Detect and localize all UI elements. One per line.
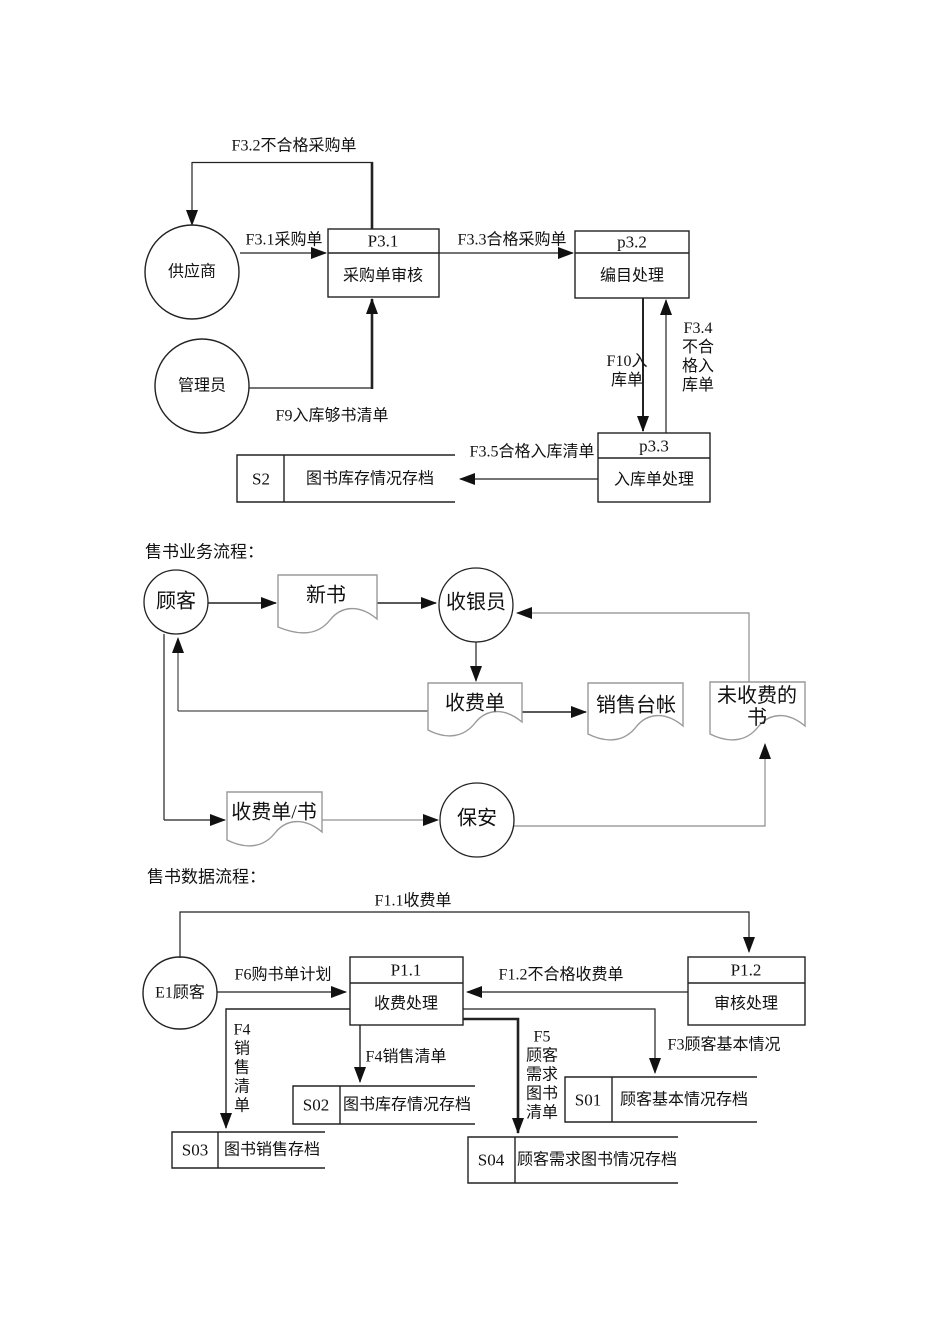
process-p33-id: p3.3 bbox=[639, 436, 669, 456]
datastore-s01-name: 顾客基本情况存档 bbox=[619, 1091, 749, 1109]
datastore-s04-box bbox=[467, 1136, 678, 1184]
datastore-s02-id: S02 bbox=[302, 1095, 330, 1115]
node-customer-label: 顾客 bbox=[156, 590, 196, 613]
flow-f4-s03-arrow bbox=[220, 1008, 350, 1129]
process-p32-box bbox=[574, 230, 690, 299]
datastore-s01-id: S01 bbox=[574, 1090, 602, 1110]
node-cashier-circle bbox=[438, 567, 514, 643]
entity-e1-ellipse bbox=[142, 956, 218, 1030]
datastore-s04-id: S04 bbox=[477, 1150, 505, 1170]
datastore-s03-name: 图书销售存档 bbox=[223, 1141, 321, 1159]
process-p33-box bbox=[597, 432, 711, 503]
process-p33-name: 入库单处理 bbox=[613, 471, 695, 489]
process-p12-name: 审核处理 bbox=[713, 995, 779, 1013]
flow-label-f9: F9入库够书清单 bbox=[275, 407, 389, 425]
process-p32-name: 编目处理 bbox=[599, 267, 665, 285]
process-p31-name: 采购单审核 bbox=[342, 267, 424, 285]
datastore-s02-name: 图书库存情况存档 bbox=[342, 1096, 472, 1114]
datastore-s04-name: 顾客需求图书情况存档 bbox=[516, 1151, 678, 1169]
doc-receipt-shape bbox=[427, 682, 523, 737]
process-p11-id: P1.1 bbox=[390, 960, 422, 980]
flow-label-f32: F3.2不合格采购单 bbox=[231, 137, 357, 155]
entity-supplier-label: 供应商 bbox=[167, 263, 217, 281]
datastore-s01-box bbox=[564, 1076, 757, 1123]
doc-receiptbook-shape bbox=[226, 791, 323, 847]
doc-unpaid-label: 未收费的 书 bbox=[717, 685, 797, 729]
doc-newbook-shape bbox=[277, 574, 378, 634]
flow-label-f6: F6购书单计划 bbox=[234, 966, 332, 984]
flow-guard-unpaid-arrow bbox=[514, 743, 771, 827]
entity-manager-circle bbox=[154, 338, 250, 434]
flow-label-f31: F3.1采购单 bbox=[245, 231, 323, 249]
process-p12-id: P1.2 bbox=[730, 960, 762, 980]
section-heading-business-flow: 售书业务流程： bbox=[145, 542, 264, 562]
datastore-s02-box bbox=[292, 1085, 475, 1125]
datastore-s03-box bbox=[171, 1131, 325, 1169]
entity-supplier-circle bbox=[144, 224, 240, 320]
entity-e1-label: E1顾客 bbox=[155, 984, 205, 1002]
doc-receiptbook-label: 收费单/书 bbox=[231, 801, 317, 824]
process-p31-box bbox=[327, 228, 440, 298]
flow-label-f3: F3顾客基本情况 bbox=[667, 1036, 781, 1054]
doc-receipt-label: 收费单 bbox=[445, 692, 505, 715]
node-customer-circle bbox=[143, 569, 209, 635]
flow-f5-s04-arrow bbox=[463, 1017, 524, 1134]
node-guard-circle bbox=[439, 782, 515, 858]
process-p12-box bbox=[687, 956, 806, 1026]
datastore-s03-id: S03 bbox=[181, 1140, 209, 1160]
doc-ledger-shape bbox=[587, 682, 684, 741]
flow-label-f4-horizontal: F4销售清单 bbox=[365, 1048, 447, 1066]
datastore-s2-box bbox=[236, 454, 455, 503]
flow-f11-arrow bbox=[179, 911, 755, 958]
flow-label-f11: F1.1收费单 bbox=[374, 892, 452, 910]
flow-f3-s01-arrow bbox=[463, 1008, 661, 1074]
process-p11-name: 收费处理 bbox=[373, 995, 439, 1013]
section-heading-data-flow: 售书数据流程： bbox=[147, 867, 266, 887]
node-guard-label: 保安 bbox=[457, 807, 497, 830]
entity-manager-label: 管理员 bbox=[177, 377, 227, 395]
datastore-s2-id: S2 bbox=[252, 469, 270, 489]
datastore-s2-name: 图书库存情况存档 bbox=[305, 470, 435, 488]
process-p31-id: P3.1 bbox=[367, 231, 399, 251]
doc-ledger-label: 销售台帐 bbox=[596, 694, 676, 717]
process-p11-box bbox=[349, 956, 464, 1026]
node-cashier-label: 收银员 bbox=[446, 591, 506, 614]
flow-label-f5: F5 顾客 需求 图书 清单 bbox=[525, 1028, 559, 1122]
flow-label-f35: F3.5合格入库清单 bbox=[469, 443, 595, 461]
process-p32-id: p3.2 bbox=[617, 232, 647, 252]
doc-newbook-label: 新书 bbox=[306, 584, 346, 607]
flow-label-f34: F3.4 不合 格入 库单 bbox=[681, 320, 715, 394]
doc-unpaid-shape bbox=[709, 681, 806, 741]
flow-unpaid-cashier-arrow bbox=[516, 607, 750, 682]
flow-label-f12: F1.2不合格收费单 bbox=[498, 966, 624, 984]
flow-label-f10: F10入 库单 bbox=[606, 353, 648, 389]
flow-label-f4-vertical: F4 销 售 清 单 bbox=[233, 1021, 251, 1115]
flow-label-f33: F3.3合格采购单 bbox=[457, 231, 567, 249]
